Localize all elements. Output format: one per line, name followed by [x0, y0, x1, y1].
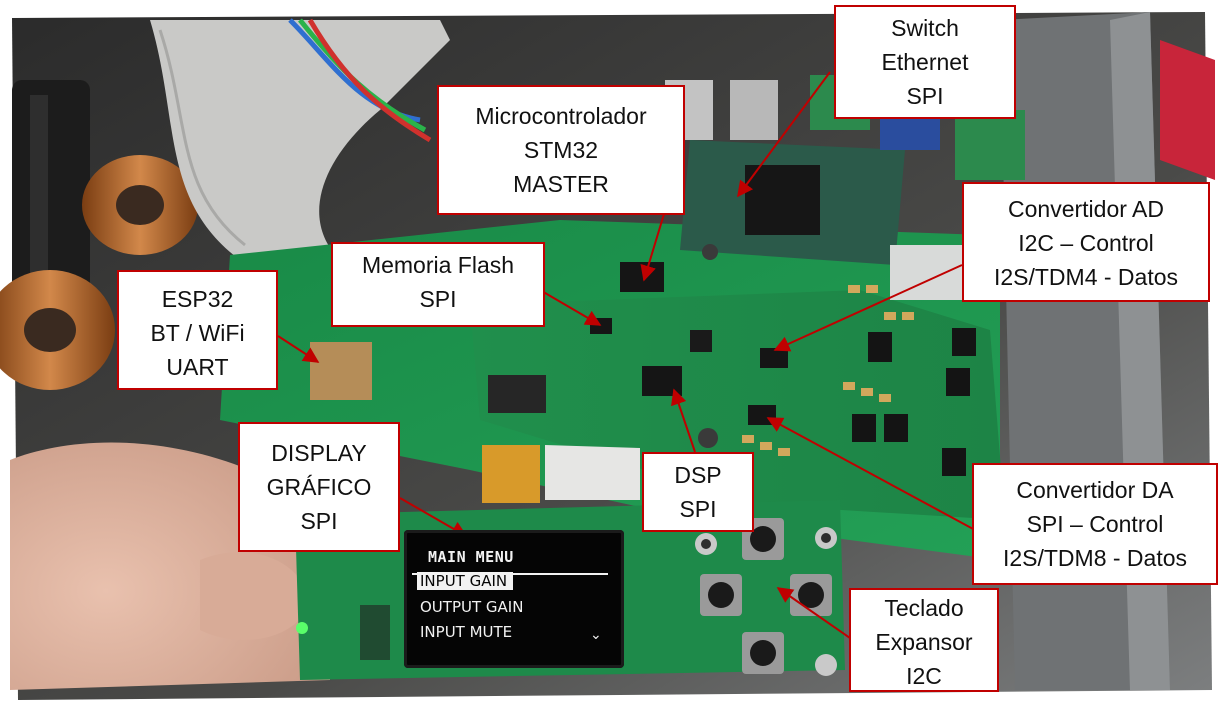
arrow-switch-ethernet — [737, 71, 831, 198]
oled-menu-item-input-mute: INPUT MUTE — [420, 623, 513, 641]
arrow-esp32 — [277, 335, 320, 363]
arrow-convertidor-da — [766, 417, 976, 531]
arrow-teclado — [776, 587, 851, 639]
thumb — [200, 552, 310, 640]
label-convertidor-ad: Convertidor AD I2C – Control I2S/TDM4 - … — [962, 182, 1210, 302]
label-line: SPI — [906, 83, 944, 109]
label-switch-ethernet: Switch Ethernet SPI — [834, 5, 1016, 119]
oled-menu-item-input-gain: INPUT GAIN — [417, 572, 514, 590]
arrow-dsp — [671, 388, 696, 453]
label-line: SPI — [300, 508, 338, 534]
mounting-hole-1-center — [701, 539, 711, 549]
label-line: Switch — [891, 15, 959, 41]
oled-menu-item-output-gain: OUTPUT GAIN — [420, 598, 524, 616]
label-line: BT / WiFi — [150, 320, 245, 346]
label-line: I2C — [906, 663, 942, 689]
terminal-block-right — [955, 110, 1025, 180]
mounting-hole-3 — [815, 654, 837, 676]
esp32-module — [310, 342, 372, 400]
label-line: Ethernet — [881, 49, 969, 75]
smd-capacitors — [742, 285, 914, 456]
label-line: Memoria Flash — [361, 252, 515, 278]
label-microcontrolador: Microcontrolador STM32 MASTER — [437, 85, 685, 215]
label-line: Microcontrolador — [475, 103, 647, 129]
adc-chip — [760, 348, 788, 368]
arrow-display — [399, 497, 468, 537]
stm32-chip — [620, 262, 664, 292]
label-line: Teclado — [884, 595, 964, 621]
label-esp32: ESP32 BT / WiFi UART — [117, 270, 278, 390]
label-line: SPI – Control — [1026, 511, 1164, 537]
label-line: DSP — [674, 462, 722, 488]
label-memoria-flash: Memoria Flash SPI — [331, 242, 545, 327]
toroid-inductor-top-core — [116, 185, 164, 225]
pin-header — [488, 375, 546, 413]
label-line: GRÁFICO — [266, 474, 372, 500]
label-dsp: DSP SPI — [642, 452, 754, 532]
dsp-chip — [642, 366, 682, 396]
ethernet-switch-chip — [745, 165, 820, 235]
op-amp-chips — [852, 328, 976, 476]
red-connector — [1160, 40, 1215, 180]
label-line: Expansor — [875, 629, 973, 655]
capacitor-stripe — [30, 95, 48, 315]
label-line: UART — [166, 354, 229, 380]
label-line: SPI — [679, 496, 717, 522]
ribbon-cable-fold — [158, 29, 246, 247]
arrow-memoria-flash — [539, 289, 602, 326]
label-line: I2S/TDM8 - Datos — [1002, 545, 1188, 571]
chevron-down-icon: ⌄ — [590, 626, 602, 642]
toroid-inductor-bottom-core — [24, 308, 76, 352]
standoff-screw — [698, 428, 718, 448]
label-line: MASTER — [513, 171, 609, 197]
label-line: I2S/TDM4 - Datos — [993, 264, 1179, 290]
oled-menu-title: MAIN MENU — [428, 548, 514, 566]
flex-cable — [482, 445, 540, 503]
oled-screen: MAIN MENU INPUT GAIN OUTPUT GAIN INPUT M… — [404, 530, 624, 668]
display-connector — [360, 605, 390, 660]
label-teclado-expansor: Teclado Expansor I2C — [849, 588, 999, 692]
ribbon-cable — [150, 20, 450, 300]
module-screw — [702, 244, 718, 260]
wire-red — [307, 18, 432, 143]
rj45-jack-2 — [730, 80, 778, 140]
label-display-grafico: DISPLAY GRÁFICO SPI — [238, 422, 400, 552]
status-led-green — [296, 622, 308, 634]
dac-chip — [748, 405, 776, 425]
arrow-convertidor-ad — [773, 264, 963, 352]
label-line: DISPLAY — [271, 440, 367, 466]
annotation-arrows — [277, 71, 976, 639]
mounting-hole-2-center — [821, 533, 831, 543]
label-line: Convertidor DA — [1016, 477, 1174, 503]
ribbon-cable-grey — [545, 445, 640, 500]
label-line: STM32 — [523, 137, 599, 163]
arrow-microcontrolador — [640, 213, 665, 282]
label-convertidor-da: Convertidor DA SPI – Control I2S/TDM8 - … — [972, 463, 1218, 585]
label-line: I2C – Control — [1018, 230, 1154, 256]
label-line: ESP32 — [161, 286, 234, 312]
label-line: Convertidor AD — [1008, 196, 1164, 222]
label-line: SPI — [419, 286, 457, 312]
regulator-chip — [690, 330, 712, 352]
